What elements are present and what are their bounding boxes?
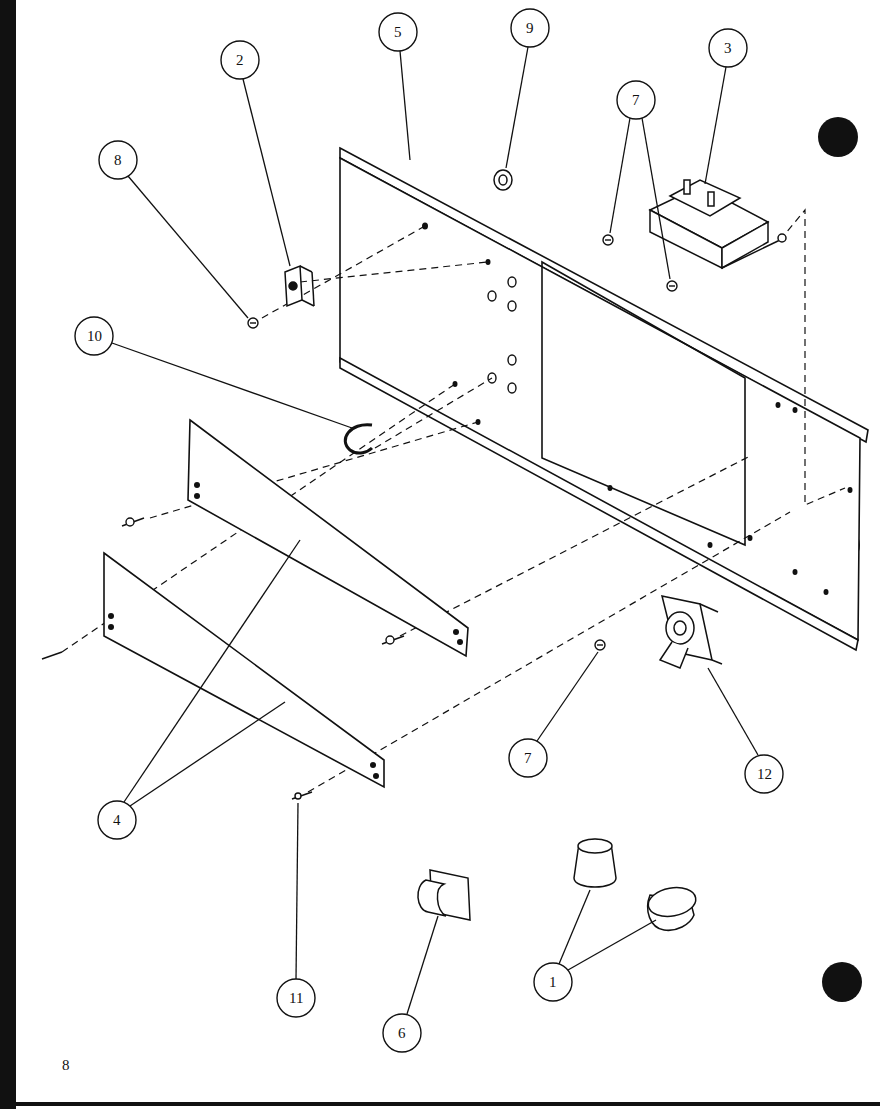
callout-number: 2 xyxy=(236,51,244,69)
callout-number: 7 xyxy=(632,91,640,109)
callout-number: 4 xyxy=(113,811,121,829)
callout-number: 6 xyxy=(398,1024,406,1042)
callout-number: 1 xyxy=(549,973,557,991)
callout-circles xyxy=(75,9,783,1052)
callout-number: 3 xyxy=(724,39,732,57)
callout-number: 7 xyxy=(524,749,532,767)
cover-plates xyxy=(104,420,468,787)
leader-lines xyxy=(112,47,758,1014)
control-panel xyxy=(340,148,868,650)
page-number: 8 xyxy=(62,1056,70,1074)
callout-number: 11 xyxy=(289,989,303,1007)
screws xyxy=(42,235,677,799)
callout-number: 5 xyxy=(394,23,402,41)
callout-number: 12 xyxy=(757,765,772,783)
callout-number: 8 xyxy=(114,151,122,169)
callout-number: 9 xyxy=(526,19,534,37)
assembly-lines xyxy=(62,210,845,792)
callout-number: 10 xyxy=(87,327,102,345)
components xyxy=(285,170,786,930)
